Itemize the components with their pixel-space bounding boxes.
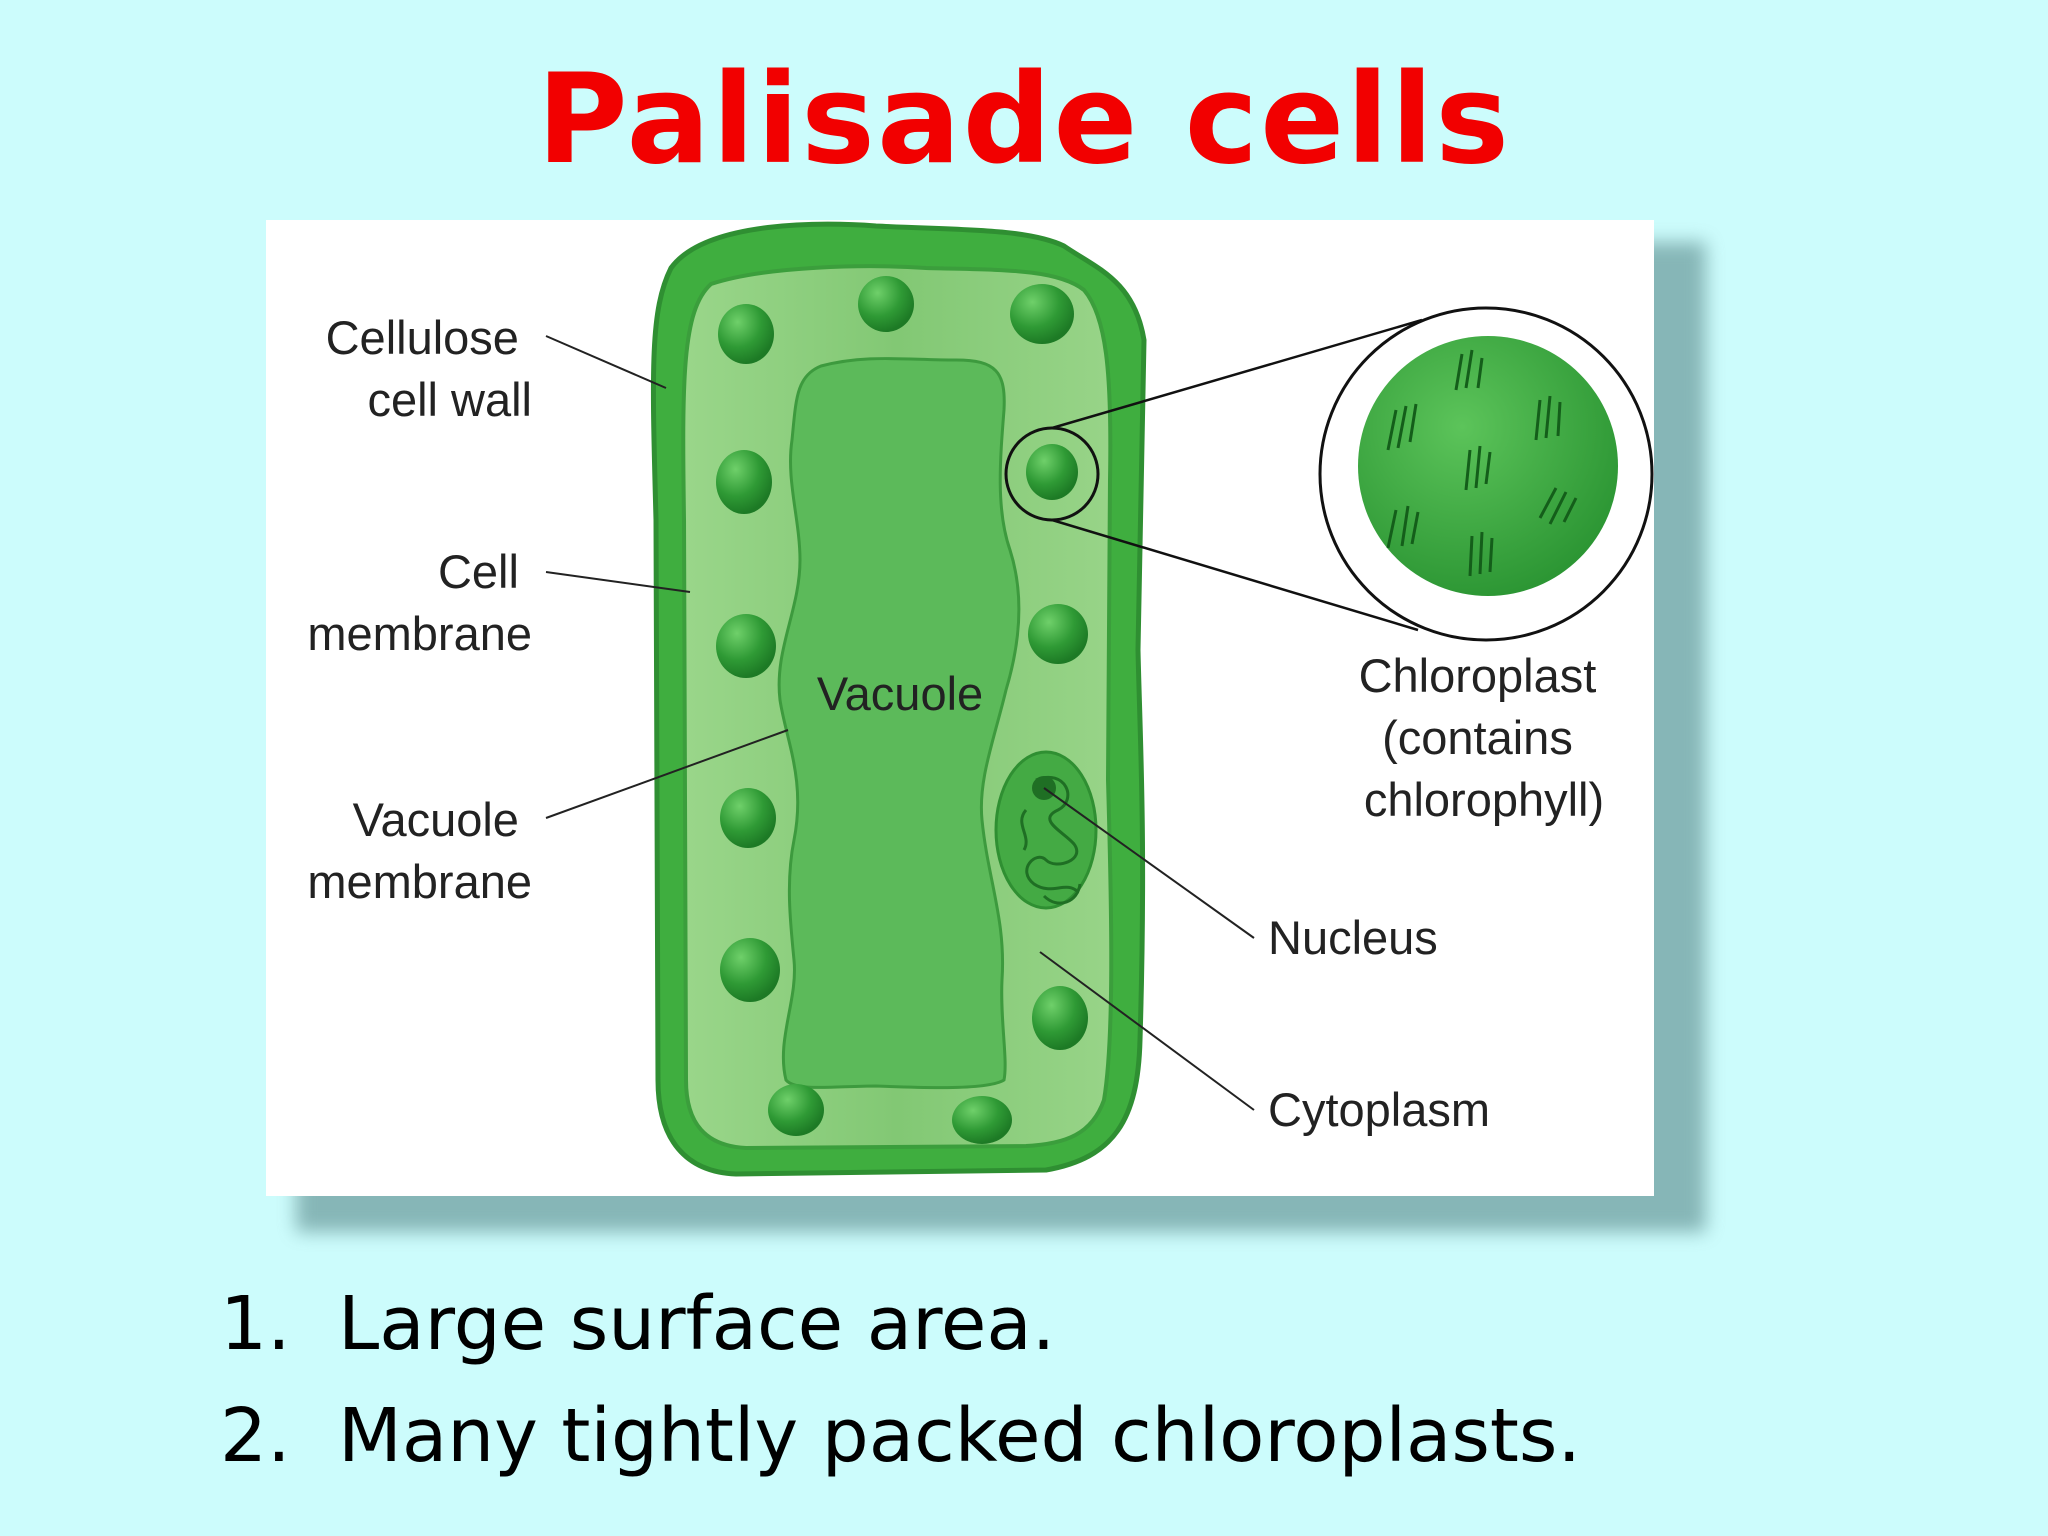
chloroplast [768,1084,824,1136]
chloroplast-group [716,276,1088,1144]
label-cell-membrane: Cell membrane [307,545,532,660]
chloroplast [952,1096,1012,1144]
magnified-chloroplast [1318,306,1654,642]
vacuole [777,357,1021,1090]
leader-nucleus [1043,787,1255,939]
leader-vacuole-membrane [545,729,789,819]
list-number: 2. [220,1393,291,1479]
diagram-svg: Cellulose cell wall Cell membrane Vacuol… [307,221,1654,1177]
slide-title: Palisade cells [536,48,1512,192]
list-text: Many tightly packed chloroplasts. [338,1393,1582,1479]
chloroplast [720,938,780,1002]
label-chloroplast: Chloroplast (contains chlorophyll) [1359,649,1610,826]
chloroplast [1010,284,1074,344]
label-nucleus: Nucleus [1268,911,1438,964]
zoom-line-bottom [1051,518,1419,632]
label-cellulose-cell-wall: Cellulose cell wall [326,311,532,426]
palisade-cell-diagram: Cellulose cell wall Cell membrane Vacuol… [266,220,1654,1196]
chloroplast [1028,604,1088,664]
zoom-line-top [1051,318,1423,430]
nucleus [994,750,1098,910]
chloroplast [720,788,776,848]
label-vacuole-membrane: Vacuole membrane [307,793,532,908]
chloroplast [716,614,776,678]
label-vacuole: Vacuole [817,667,983,720]
chloroplast [1032,986,1088,1050]
list-text: Large surface area. [338,1281,1056,1367]
list-item: 1. Large surface area. [220,1268,1581,1380]
list-item: 2. Many tightly packed chloroplasts. [220,1380,1581,1492]
chloroplast [858,276,914,332]
list-number: 1. [220,1281,291,1367]
chloroplast [716,450,772,514]
chloroplast [718,304,774,364]
leader-cytoplasm [1039,951,1255,1111]
key-points-list: 1. Large surface area. 2. Many tightly pac… [220,1268,1581,1492]
chloroplast [1026,444,1078,500]
leader-cell-membrane [545,571,691,593]
label-cytoplasm: Cytoplasm [1268,1083,1490,1136]
leader-cell-wall [545,335,667,389]
